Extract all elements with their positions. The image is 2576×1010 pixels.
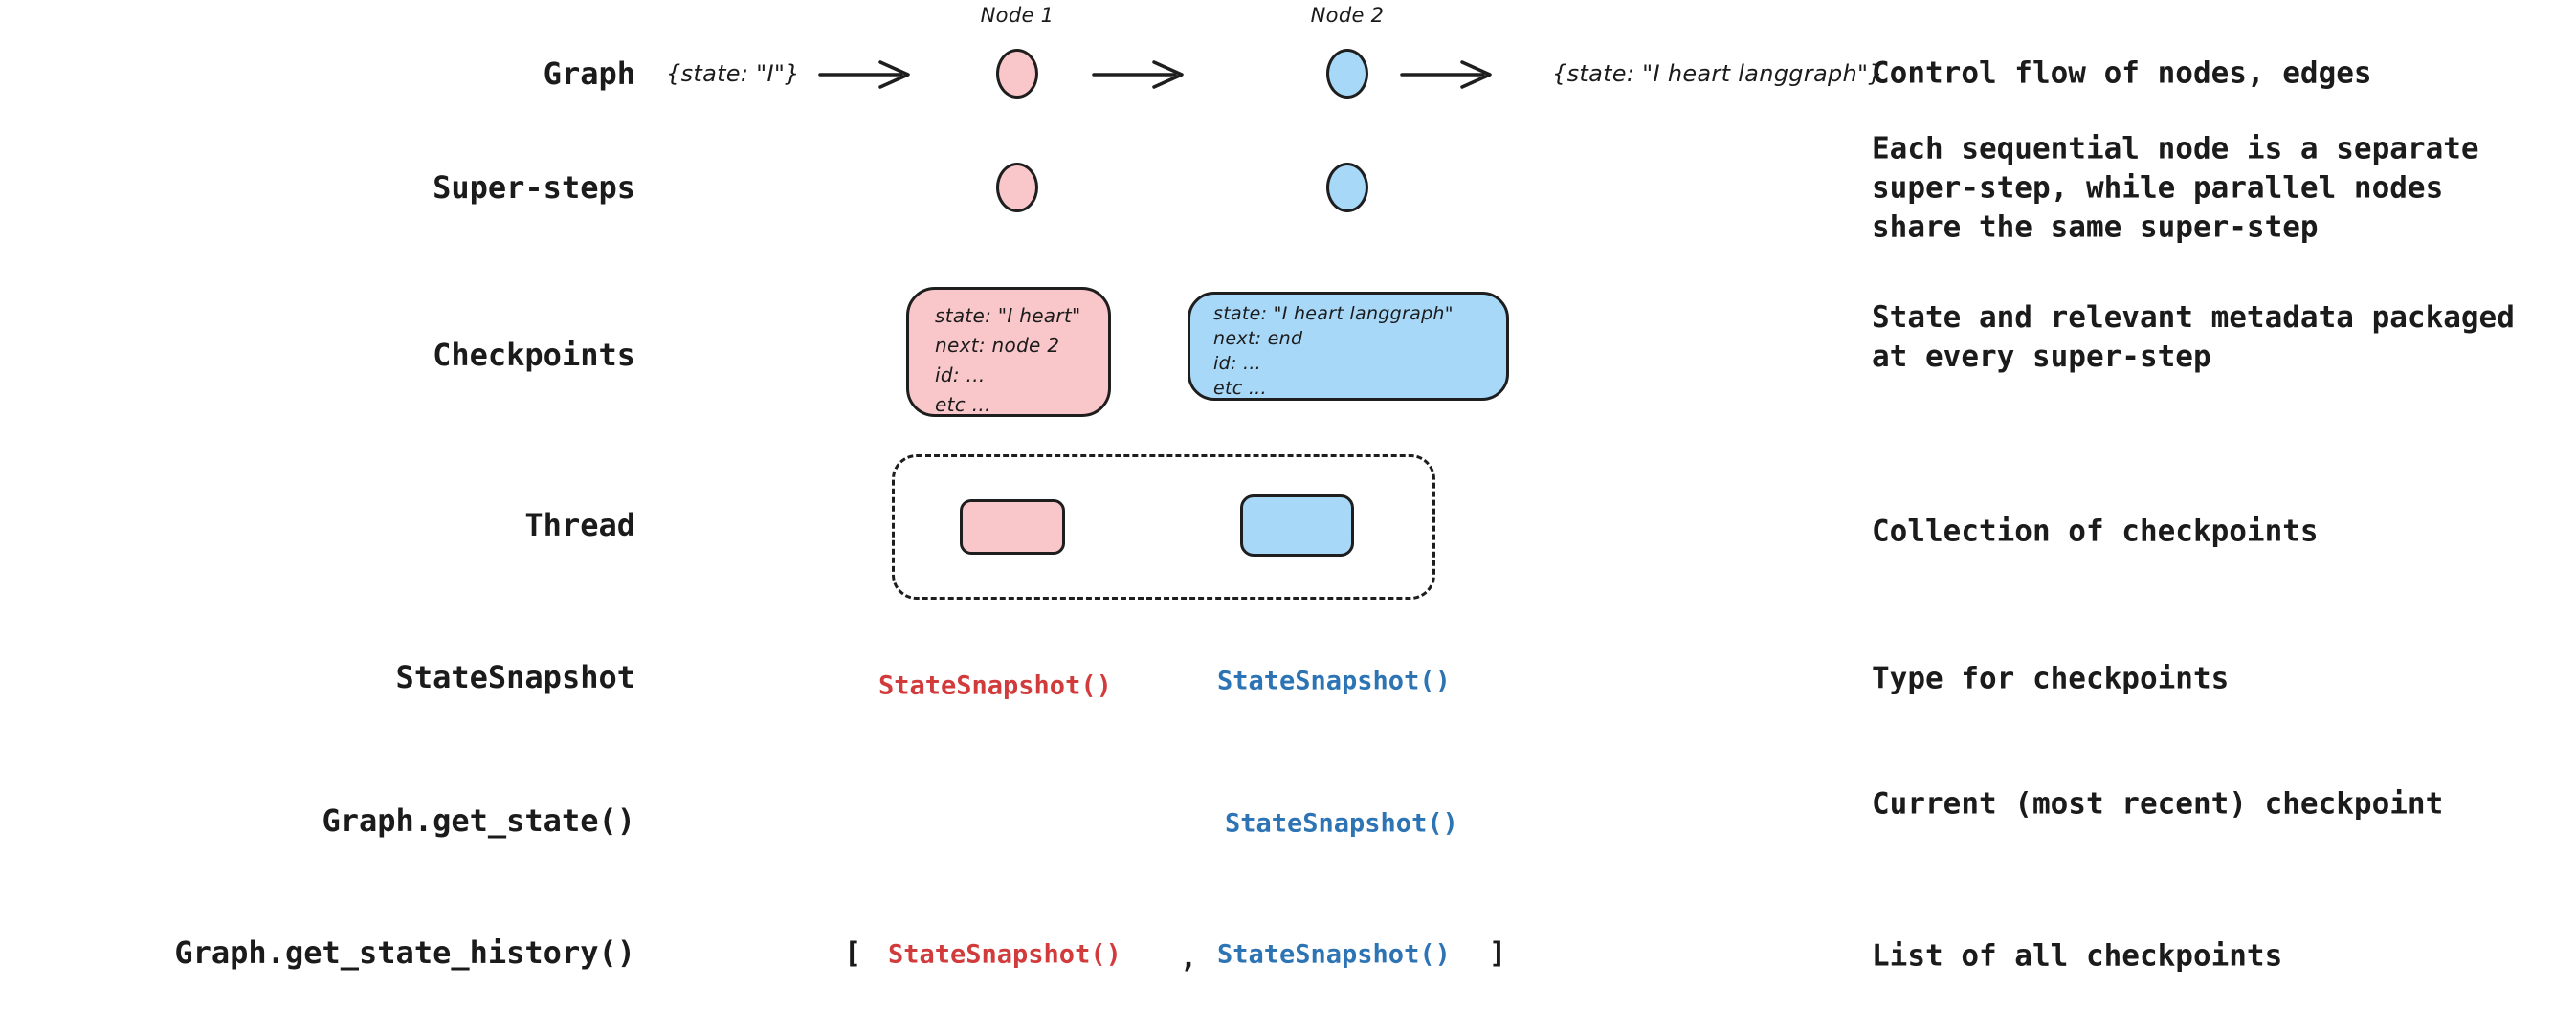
row-label-get-state: Graph.get_state() xyxy=(322,802,635,839)
desc-checkpoints-line: at every super-step xyxy=(1872,340,2211,374)
output-state-text: {state: "I heart langgraph"} xyxy=(1552,60,1883,87)
arrow-icon xyxy=(1399,55,1504,98)
desc-checkpoints: State and relevant metadata packaged at … xyxy=(1872,298,2515,377)
checkpoint-card-pink: state: "I heart" next: node 2 id: ... et… xyxy=(906,287,1111,417)
desc-checkpoints-line: State and relevant metadata packaged xyxy=(1872,300,2515,335)
history-comma: , xyxy=(1180,941,1198,976)
checkpoint-blue-line: etc ... xyxy=(1213,378,1267,399)
desc-get-state: Current (most recent) checkpoint xyxy=(1872,786,2444,822)
checkpoint-blue-line: state: "I heart langgraph" xyxy=(1213,303,1454,324)
history-red-code: StateSnapshot() xyxy=(888,939,1121,970)
super-step-1-circle xyxy=(996,163,1038,212)
node-1-circle xyxy=(996,49,1038,99)
statesnapshot-blue-code: StateSnapshot() xyxy=(1217,666,1451,696)
history-open-bracket: [ xyxy=(844,936,862,971)
node-2-circle xyxy=(1326,49,1368,99)
checkpoint-blue-line: id: ... xyxy=(1213,353,1261,374)
thread-checkpoint-pink xyxy=(960,499,1065,555)
checkpoint-pink-line: etc ... xyxy=(935,393,991,416)
row-label-graph: Graph xyxy=(543,55,635,92)
thread-checkpoint-blue xyxy=(1240,494,1354,557)
checkpoint-pink-line: state: "I heart" xyxy=(935,304,1081,327)
desc-super-steps: Each sequential node is a separate super… xyxy=(1872,130,2479,248)
super-step-2-circle xyxy=(1326,163,1368,212)
row-label-get-state-history: Graph.get_state_history() xyxy=(174,934,635,971)
arrow-icon xyxy=(817,55,922,98)
history-blue-code: StateSnapshot() xyxy=(1217,939,1451,970)
desc-super-steps-line: Each sequential node is a separate xyxy=(1872,131,2479,166)
desc-thread: Collection of checkpoints xyxy=(1872,514,2319,549)
desc-get-state-history: List of all checkpoints xyxy=(1872,938,2283,974)
statesnapshot-red-code: StateSnapshot() xyxy=(878,670,1112,701)
node-1-caption: Node 1 xyxy=(980,4,1055,27)
checkpoint-pink-line: id: ... xyxy=(935,363,986,386)
thread-boundary-box xyxy=(892,454,1435,600)
row-label-thread: Thread xyxy=(524,507,635,543)
checkpoint-pink-line: next: node 2 xyxy=(935,334,1060,357)
get-state-blue-code: StateSnapshot() xyxy=(1225,808,1458,839)
history-close-bracket: ] xyxy=(1489,936,1507,971)
checkpoint-blue-line: next: end xyxy=(1213,328,1303,349)
checkpoint-card-blue: state: "I heart langgraph" next: end id:… xyxy=(1188,292,1509,401)
arrow-icon xyxy=(1091,55,1196,98)
desc-super-steps-line: super-step, while parallel nodes xyxy=(1872,170,2444,206)
desc-statesnapshot: Type for checkpoints xyxy=(1872,661,2230,696)
row-label-super-steps: Super-steps xyxy=(433,169,635,206)
desc-super-steps-line: share the same super-step xyxy=(1872,209,2319,245)
row-label-checkpoints: Checkpoints xyxy=(433,337,635,373)
desc-graph: Control flow of nodes, edges xyxy=(1872,55,2372,91)
node-2-caption: Node 2 xyxy=(1310,4,1385,27)
row-label-statesnapshot: StateSnapshot xyxy=(395,659,635,695)
input-state-text: {state: "I"} xyxy=(666,60,800,87)
